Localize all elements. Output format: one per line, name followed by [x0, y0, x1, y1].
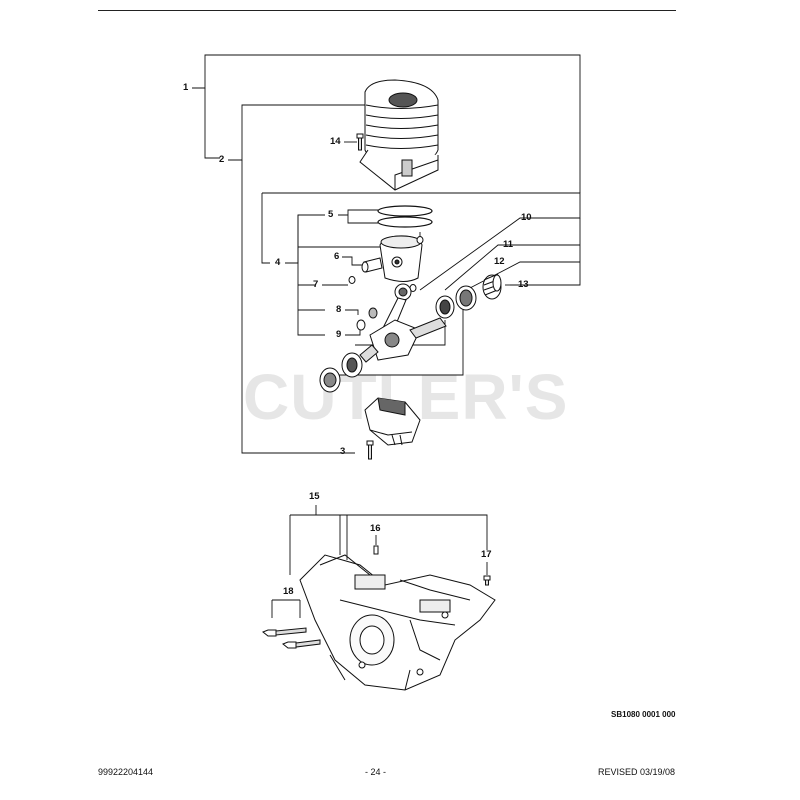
- callout-14: 14: [330, 136, 341, 147]
- leader-18: [271, 599, 301, 618]
- bearing-lower-drawing: [319, 352, 363, 393]
- callout-1: 1: [183, 82, 189, 93]
- callout-2: 2: [219, 154, 225, 165]
- leader-3: [241, 160, 355, 454]
- footer-revised-date: REVISED 03/19/08: [598, 767, 676, 777]
- leader-1: [192, 54, 581, 193]
- leader-5: [338, 209, 378, 224]
- callout-12: 12: [494, 256, 505, 267]
- callout-17: 17: [481, 549, 492, 560]
- figure-code: SB1080 0001 000: [611, 710, 676, 719]
- seal-12-drawing: [455, 285, 477, 311]
- crankcase-housing-drawing: [299, 554, 496, 691]
- callout-10: 10: [521, 212, 532, 223]
- screw-17-drawing: [483, 575, 491, 586]
- callout-18: 18: [283, 586, 294, 597]
- piston-drawing: [379, 235, 423, 282]
- leader-10-diag: [419, 217, 545, 291]
- piston-rings-drawing: [377, 205, 433, 228]
- leader-4: [285, 214, 325, 264]
- callout-16: 16: [370, 523, 381, 534]
- bolts-18-drawing: [262, 627, 321, 649]
- footer-page-number: - 24 -: [365, 767, 387, 777]
- crankshaft-drawing: [359, 283, 447, 363]
- screw-14-drawing: [356, 133, 364, 151]
- leader-11: [444, 218, 581, 291]
- header-rule: [98, 10, 676, 11]
- callout-8: 8: [336, 304, 342, 315]
- callout-9: 9: [336, 329, 342, 340]
- cylinder-drawing: [359, 79, 439, 191]
- piston-pin-drawing: [361, 257, 383, 273]
- callout-7: 7: [313, 279, 319, 290]
- crankcase-cover-drawing: [364, 397, 421, 446]
- leader-6: [342, 256, 366, 266]
- circlip-drawing: [416, 236, 424, 244]
- footer-part-number: 99922204144: [98, 767, 154, 777]
- leader-15: [289, 505, 488, 575]
- callout-15: 15: [309, 491, 320, 502]
- callout-6: 6: [334, 251, 340, 262]
- callout-13: 13: [518, 279, 529, 290]
- screw-3-drawing: [366, 440, 374, 460]
- callout-3: 3: [340, 446, 346, 457]
- pin-16-drawing: [373, 545, 379, 555]
- bearing-11-drawing: [435, 295, 455, 319]
- callout-4: 4: [275, 257, 281, 268]
- leader-2: [228, 104, 365, 161]
- gear-13-drawing: [482, 273, 502, 300]
- leader-10: [262, 192, 581, 219]
- callout-5: 5: [328, 209, 334, 220]
- callout-11: 11: [503, 239, 514, 250]
- leader-8: [345, 309, 359, 315]
